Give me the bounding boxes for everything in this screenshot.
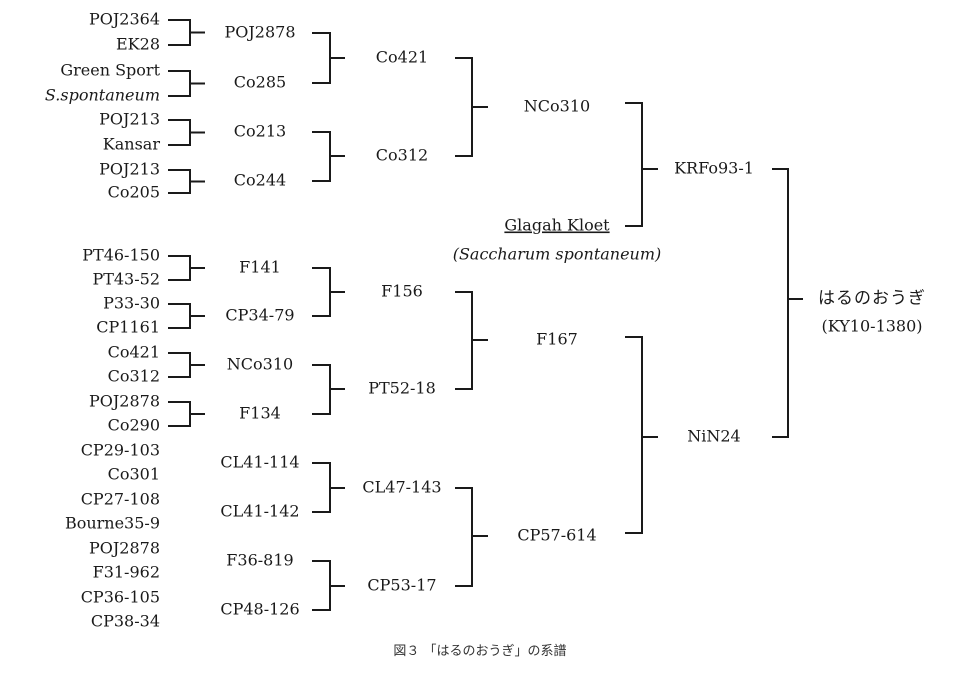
pedigree-node-gen1: F31-962: [93, 563, 160, 582]
pedigree-node-gen1: CP27-108: [81, 490, 160, 509]
pedigree-node-gen1: Bourne35-9: [65, 514, 160, 533]
pedigree-node-gen2: F36-819: [226, 551, 293, 570]
pedigree-node-gen2: CL41-114: [220, 453, 299, 472]
pedigree-node-gen3: Co421: [376, 48, 428, 67]
pedigree-node-gen2: NCo310: [227, 355, 293, 374]
figure-caption: 図３ 「はるのおうぎ」の系譜: [393, 644, 566, 659]
bracket-gen2: [312, 267, 331, 317]
pedigree-node-gen5: NiN24: [687, 427, 740, 446]
pedigree-node-gen1: S.spontaneum: [45, 86, 160, 105]
pedigree-node-gen2: Co244: [234, 171, 286, 190]
pedigree-node-gen1: CP1161: [96, 318, 160, 337]
bracket-gen4-b: [625, 336, 643, 534]
bracket-gen2: [312, 462, 331, 513]
pedigree-node-gen2: Co213: [234, 122, 286, 141]
bracket-gen2: [312, 560, 331, 611]
pedigree-edges: [168, 19, 803, 611]
pedigree-node-gen2: CP48-126: [220, 600, 299, 619]
pedigree-node-gen1: POJ2364: [89, 10, 160, 29]
pedigree-node-gen1: POJ2878: [89, 392, 160, 411]
pedigree-node-gen2: POJ2878: [224, 23, 295, 42]
bracket-gen1: [168, 401, 191, 427]
pedigree-node-gen3: Co312: [376, 146, 428, 165]
pedigree-node-gen2: F134: [239, 404, 281, 423]
pedigree-node-gen1: POJ213: [99, 110, 160, 129]
pedigree-node-gen3: F156: [381, 282, 423, 301]
bracket-gen2: [312, 32, 331, 84]
bracket-gen1: [168, 169, 191, 194]
pedigree-node-gen5: KRFo93-1: [674, 159, 754, 178]
bracket-gen1: [168, 303, 191, 329]
pedigree-node-gen1: P33-30: [103, 294, 160, 313]
pedigree-node-gen1: PT43-52: [92, 270, 160, 289]
pedigree-node-gen2: F141: [239, 258, 281, 277]
pedigree-node-glagah: Glagah Kloet: [504, 216, 610, 235]
bracket-gen3: [455, 487, 473, 587]
pedigree-node-gen4: NCo310: [524, 97, 590, 116]
bracket-gen1: [168, 352, 191, 378]
pedigree-node-gen3: CL47-143: [362, 478, 441, 497]
bracket-gen3: [455, 57, 473, 157]
bracket-gen2: [312, 131, 331, 182]
pedigree-node-gen1: Co205: [108, 183, 160, 202]
bracket-gen1: [168, 255, 191, 281]
pedigree-node-gen1: CP38-34: [91, 612, 160, 631]
pedigree-node-gen3: PT52-18: [368, 379, 436, 398]
bracket-gen3: [455, 291, 473, 390]
pedigree-node-gen3: CP53-17: [367, 576, 436, 595]
pedigree-node-gen1: Co421: [108, 343, 160, 362]
bracket-gen1: [168, 19, 191, 46]
pedigree-node-gen1: Co312: [108, 367, 160, 386]
pedigree-node-gen1: CP36-105: [81, 588, 160, 607]
bracket-gen4-a: [625, 102, 643, 227]
pedigree-node-gen1: POJ2878: [89, 539, 160, 558]
bracket-gen2: [312, 364, 331, 415]
pedigree-node-gen1: CP29-103: [81, 441, 160, 460]
pedigree-node-gen2: Co285: [234, 73, 286, 92]
pedigree-node-gen1: Co301: [108, 465, 160, 484]
bracket-gen1: [168, 119, 191, 146]
pedigree-node-gen1: Green Sport: [60, 61, 160, 80]
root-variety-code: (KY10-1380): [821, 317, 922, 336]
root-variety-name: はるのおうぎ: [818, 289, 926, 309]
pedigree-node-gen4: F167: [536, 330, 578, 349]
pedigree-node-glagah-species: (Saccharum spontaneum): [453, 245, 662, 264]
pedigree-node-gen1: EK28: [116, 35, 160, 54]
bracket-gen1: [168, 70, 191, 97]
pedigree-node-gen2: CP34-79: [225, 306, 294, 325]
pedigree-node-gen1: Kansar: [103, 135, 161, 154]
pedigree-node-gen1: PT46-150: [82, 246, 160, 265]
pedigree-node-gen1: Co290: [108, 416, 160, 435]
pedigree-node-gen2: CL41-142: [220, 502, 299, 521]
bracket-gen5: [772, 168, 789, 438]
pedigree-node-gen4: CP57-614: [517, 526, 596, 545]
pedigree-node-gen1: POJ213: [99, 160, 160, 179]
